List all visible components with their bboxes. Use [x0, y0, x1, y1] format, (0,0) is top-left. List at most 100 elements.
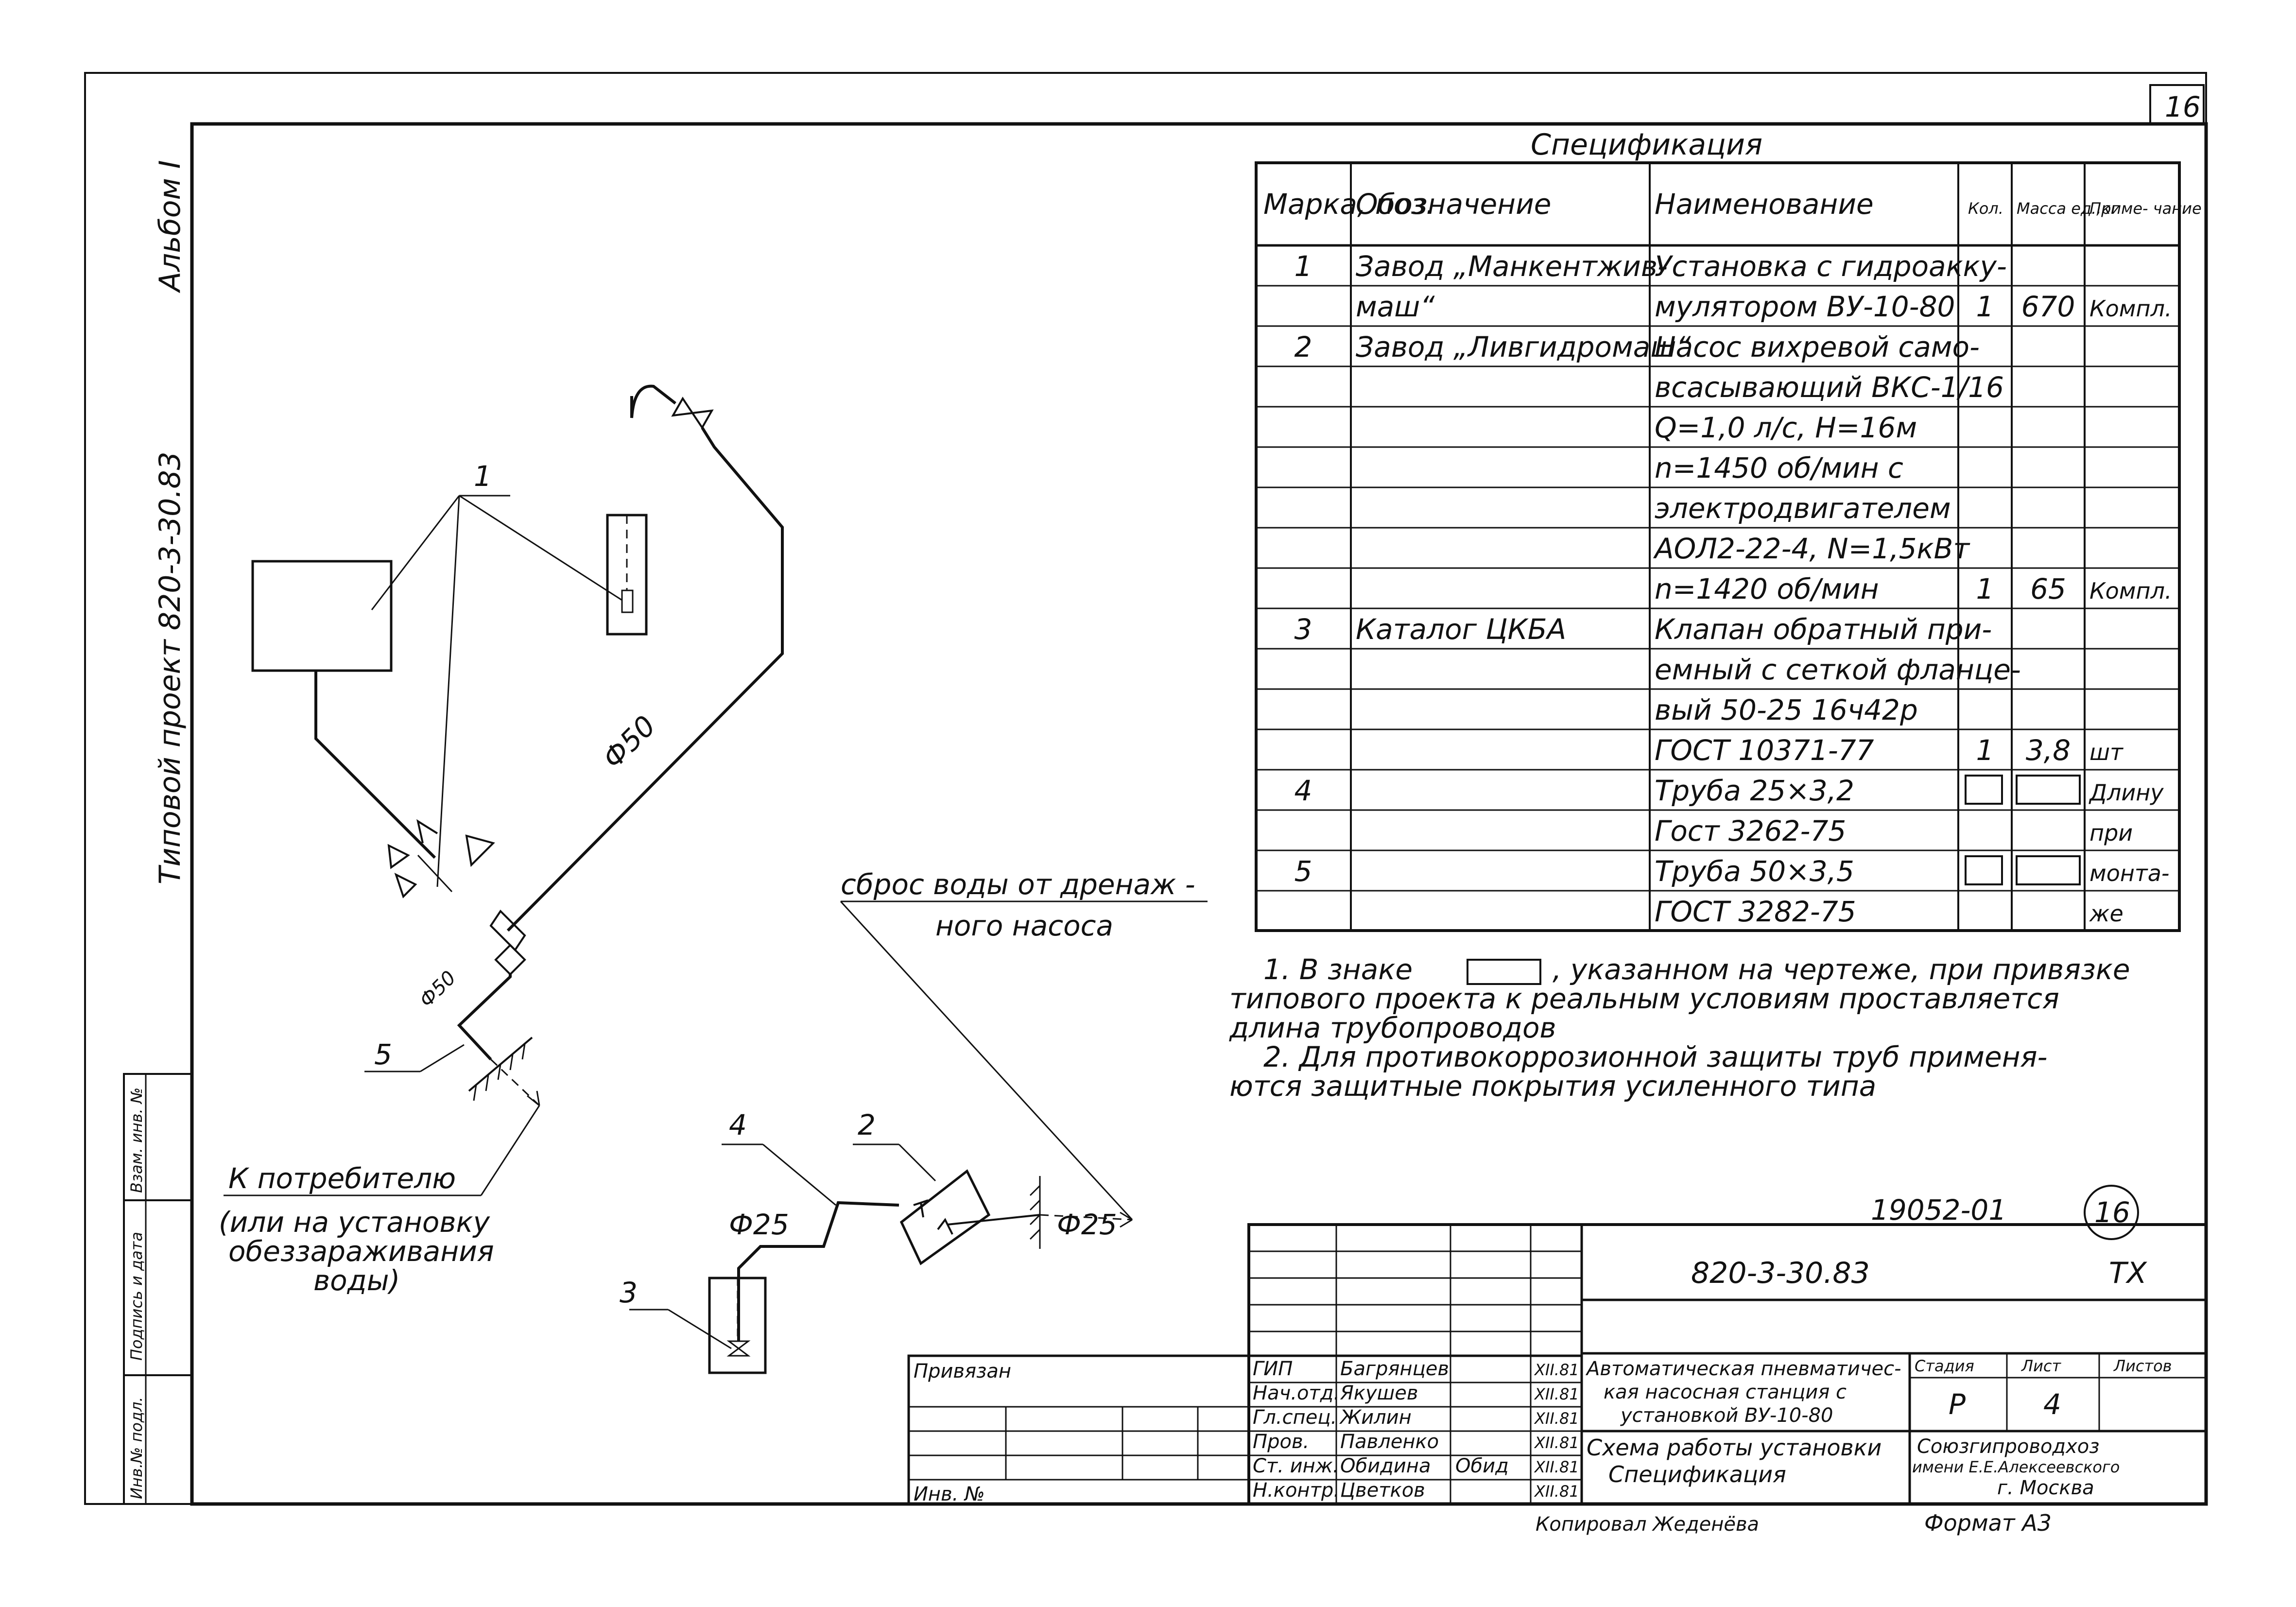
staff-role-2: Гл.спец.	[1253, 1406, 1337, 1429]
spec-cell-r15-c5: монта-	[2089, 860, 2170, 886]
length-box	[1965, 775, 2003, 805]
org-line-1: Союзгипроводхоз	[1917, 1435, 2100, 1458]
spec-header-4: Масса ед.,кг	[2017, 199, 2119, 218]
stage-header: Стадия	[1915, 1357, 1974, 1375]
consumer-label-3: обеззараживания	[228, 1235, 494, 1268]
staff-date-0: XII.81	[1534, 1361, 1579, 1379]
spec-cell-r8-c3: 1	[1976, 572, 1994, 605]
spec-cell-r0-c2: Установка с гидроакку-	[1655, 250, 2007, 283]
spec-cell-r12-c4: 3,8	[2026, 734, 2071, 767]
spec-cell-r0-c1: Завод „Манкентжив-	[1356, 250, 1668, 283]
section-code: ТХ	[2109, 1256, 2148, 1290]
spec-cell-r9-c2: Клапан обратный при-	[1655, 613, 1992, 646]
spec-cell-r3-c2: всасывающий ВКС-1/16	[1655, 371, 2004, 404]
callout-2: 2	[858, 1108, 876, 1141]
staff-date-3: XII.81	[1534, 1434, 1579, 1452]
spec-cell-r1-c2: мулятором ВУ-10-80	[1655, 290, 1955, 323]
spec-header-5: Приме- чание	[2089, 199, 2202, 218]
staff-name-3: Павленко	[1340, 1431, 1439, 1453]
spec-cell-r8-c5: Компл.	[2089, 578, 2172, 604]
note-1b: , указанном на чертеже, при привязке	[1553, 953, 2130, 986]
dia-50-outlet: Ф50	[415, 967, 461, 1012]
callout-3: 3	[620, 1276, 638, 1309]
spec-cell-r2-c0: 2	[1295, 330, 1312, 363]
note-1a: 1. В знаке	[1263, 953, 1413, 986]
project-label: Типовой проект 820-3-30.83	[153, 451, 187, 884]
side-strip: Альбом I Типовой проект 820-3-30.83 Инв.…	[123, 160, 193, 1505]
staff-role-0: ГИП	[1253, 1358, 1293, 1380]
spec-cell-r13-c5: Длину	[2089, 779, 2164, 806]
sheet-title-1: Схема работы установки	[1587, 1434, 1882, 1461]
spec-cell-r0-c0: 1	[1295, 250, 1312, 283]
inv-no-label: Инв. №	[914, 1483, 985, 1505]
spec-header-1: Обозначение	[1356, 188, 1551, 221]
staff-sign-4: Обид	[1455, 1455, 1509, 1477]
spec-header-3: Кол.	[1968, 199, 2003, 218]
spec-cell-r13-c2: Труба 25×3,2	[1655, 774, 1854, 807]
length-box	[2016, 775, 2081, 805]
spec-cell-r10-c2: емный с сеткой фланце-	[1655, 653, 2021, 686]
note-1c: типового проекта к реальным условиям про…	[1229, 982, 2059, 1015]
doc-number: 820-3-30.83	[1691, 1256, 1870, 1290]
spec-cell-r1-c4: 670	[2021, 290, 2075, 323]
length-box-symbol	[1467, 959, 1541, 985]
spec-cell-r2-c1: Завод „Ливгидромаш“	[1356, 330, 1691, 363]
spec-cell-r1-c3: 1	[1976, 290, 1994, 323]
staff-date-1: XII.81	[1534, 1385, 1579, 1403]
spec-cell-r16-c5: же	[2089, 900, 2123, 927]
sheet-header: Лист	[2021, 1357, 2061, 1375]
sheet-value: 4	[2043, 1388, 2061, 1421]
schematic-labels: 1 2 3 4 5 Ф50 Ф50 Ф25 Ф25 сброс воды от …	[219, 460, 1195, 1309]
callout-1: 1	[474, 460, 492, 493]
stamp-vzam-inv: Взам. инв. №	[127, 1088, 146, 1193]
title-line-2: кая насосная станция с	[1604, 1381, 1847, 1403]
copied-by: Копировал Жеденёва	[1536, 1513, 1759, 1536]
callout-5: 5	[374, 1038, 392, 1071]
staff-role-3: Пров.	[1253, 1431, 1309, 1453]
drain-pump	[899, 1169, 991, 1265]
spec-cell-r12-c3: 1	[1976, 734, 1994, 767]
spec-cell-r1-c1: маш“	[1356, 290, 1435, 323]
spec-cell-r14-c2: Гост 3262-75	[1655, 814, 1846, 847]
note-2b: ются защитные покрытия усиленного типа	[1229, 1070, 1876, 1103]
spec-cell-r5-c2: n=1450 об/мин с	[1655, 451, 1903, 484]
dia-25-suction: Ф25	[729, 1208, 789, 1241]
title-block: 19052-01 16 820-3-30.83 ТХ	[907, 1185, 2208, 1536]
staff-name-2: Жилин	[1339, 1406, 1412, 1429]
spec-cell-r7-c2: АОЛ2-22-4, N=1,5кВт	[1653, 532, 1970, 565]
org-line-2: имени Е.Е.Алексеевского	[1912, 1458, 2120, 1476]
spec-header-0: Марка, поз.	[1263, 188, 1435, 221]
spec-cell-r1-c5: Компл.	[2089, 295, 2172, 322]
staff-role-1: Нач.отд.	[1253, 1382, 1340, 1404]
spec-cell-r14-c5: при	[2089, 820, 2133, 846]
consumer-label-4: воды)	[313, 1264, 400, 1297]
spec-cell-r8-c2: n=1420 об/мин	[1655, 572, 1879, 605]
sheet-mark: 16	[2165, 90, 2201, 123]
drain-label-1: сброс воды от дренаж -	[841, 868, 1195, 901]
staff-name-5: Цветков	[1340, 1479, 1425, 1502]
org-line-3: г. Москва	[1997, 1477, 2094, 1499]
length-box	[1965, 855, 2003, 885]
stamp-sign-date: Подпись и дата	[127, 1232, 146, 1361]
spec-cell-r11-c2: вый 50-25 16ч42р	[1655, 693, 1918, 726]
spec-cell-r9-c1: Каталог ЦКБА	[1356, 613, 1566, 646]
stamp-inv-podl: Инв.№ подл.	[127, 1397, 146, 1499]
spec-cell-r4-c2: Q=1,0 л/с, Н=16м	[1655, 411, 1917, 444]
staff-date-2: XII.81	[1534, 1409, 1579, 1428]
staff-date-4: XII.81	[1534, 1458, 1579, 1476]
archive-number: 19052-01	[1871, 1193, 2006, 1227]
dia-25-discharge: Ф25	[1057, 1208, 1117, 1241]
stage-value: Р	[1949, 1388, 1966, 1421]
spec-title: Спецификация	[1531, 128, 1762, 162]
staff-name-4: Обидина	[1340, 1455, 1431, 1477]
sheets-header: Листов	[2113, 1357, 2172, 1375]
notes: 1. В знаке , указанном на чертеже, при п…	[1229, 953, 2130, 1103]
spec-cell-r16-c2: ГОСТ 3282-75	[1655, 895, 1856, 928]
staff-role-5: Н.контр.	[1253, 1479, 1340, 1502]
staff-date-5: XII.81	[1534, 1482, 1579, 1501]
spec-cell-r13-c0: 4	[1295, 774, 1312, 807]
sheet-format: Формат А3	[1924, 1510, 2052, 1536]
staff-role-4: Ст. инж.	[1253, 1455, 1339, 1477]
